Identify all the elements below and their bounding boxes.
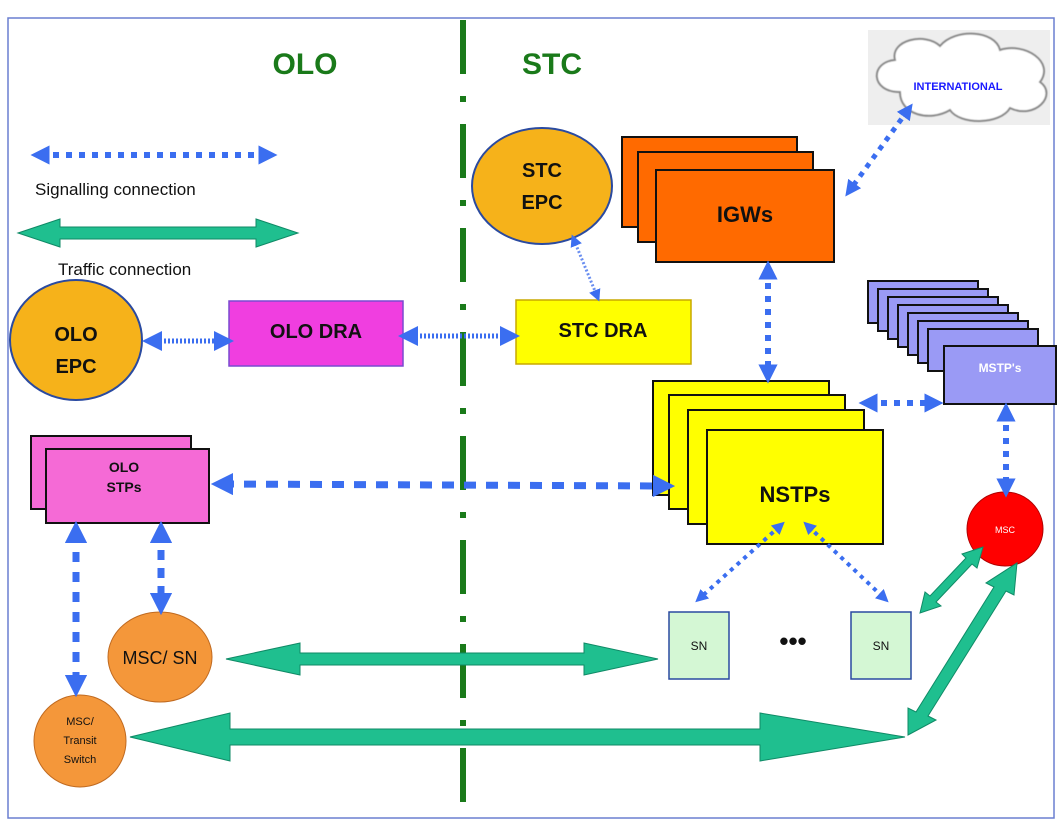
sn-left-label: SN: [691, 639, 708, 653]
igws-stack: IGWs: [621, 136, 835, 263]
olo-stps-label-line2: STPs: [106, 479, 141, 495]
msc-sn-label: MSC/ SN: [122, 648, 197, 668]
link-msc-to-traffic-line: [907, 562, 1018, 736]
msc-transit-label-line1: MSC/: [66, 716, 94, 728]
olo-stps-stack: OLO STPs: [30, 435, 210, 524]
legend-traffic-arrow: [16, 218, 300, 248]
stc-epc-label-line1: STC: [522, 160, 562, 182]
sn-ellipsis: •••: [779, 626, 806, 656]
legend: Signalling connection Traffic connection: [16, 145, 300, 279]
traffic-links: [129, 546, 1018, 762]
international-cloud: INTERNATIONAL: [868, 30, 1050, 125]
link-msc-sn-to-sn: [225, 642, 659, 676]
sn-right-label: SN: [873, 639, 890, 653]
sn-left: SN: [668, 611, 730, 680]
region-label-olo: OLO: [273, 48, 338, 81]
signalling-links: [64, 103, 1016, 698]
mstps-stack: MSTP's: [867, 280, 1057, 405]
msc-red-label: MSC: [995, 525, 1016, 535]
igws-label: IGWs: [717, 202, 773, 227]
legend-signalling-label: Signalling connection: [35, 180, 196, 199]
mstps-label: MSTP's: [979, 361, 1022, 375]
olo-stps-label-line1: OLO: [109, 459, 139, 475]
msc-transit-label-line2: Transit: [63, 735, 96, 747]
link-olo-stps-nstps: [210, 472, 676, 498]
international-label: INTERNATIONAL: [913, 81, 1002, 93]
link-stc-epc-stc-dra: [570, 234, 601, 302]
diagram-frame: [7, 17, 1055, 819]
msc-red: MSC: [966, 491, 1044, 567]
msc-sn: MSC/ SN: [107, 611, 213, 703]
msc-transit-label-line3: Switch: [64, 754, 96, 766]
stc-dra: STC DRA: [515, 299, 692, 365]
link-sn-right-msc: [919, 546, 984, 614]
stc-epc: STC EPC: [471, 127, 613, 245]
stc-dra-label: STC DRA: [559, 320, 648, 342]
msc-transit-switch: MSC/ Transit Switch: [33, 694, 127, 788]
link-msc-transit-to-msc: [129, 712, 906, 762]
olo-dra-label: OLO DRA: [270, 321, 362, 343]
nstps-label: NSTPs: [760, 482, 831, 507]
olo-epc-label-line2: EPC: [55, 356, 96, 378]
olo-epc-label-line1: OLO: [54, 324, 97, 346]
olo-dra: OLO DRA: [228, 300, 404, 367]
olo-epc: OLO EPC: [9, 279, 143, 401]
sn-right: SN: [850, 611, 912, 680]
stc-epc-label-line2: EPC: [521, 192, 562, 214]
legend-traffic-label: Traffic connection: [58, 260, 191, 279]
region-label-stc: STC: [522, 48, 582, 81]
nstps-stack: NSTPs: [652, 380, 884, 545]
